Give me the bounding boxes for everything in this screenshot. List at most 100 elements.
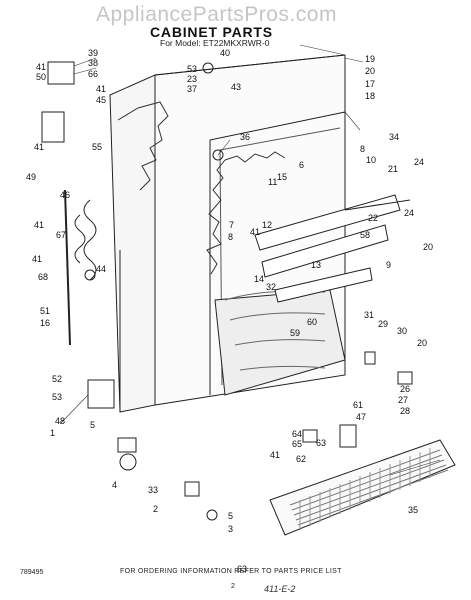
part-number-67: 67 <box>56 230 66 240</box>
part-number-1: 1 <box>50 428 55 438</box>
part-number-20: 20 <box>423 242 433 252</box>
cabinet-shell <box>109 54 346 413</box>
part-number-5: 5 <box>90 420 95 430</box>
diagram-title: CABINET PARTS <box>150 24 273 40</box>
part-number-14: 14 <box>254 274 264 284</box>
document-code: 789495 <box>20 569 44 576</box>
part-number-13: 13 <box>311 260 321 270</box>
part-number-63: 63 <box>237 564 247 574</box>
part-number-22: 22 <box>368 213 378 223</box>
bracket-48 <box>87 379 115 409</box>
part-number-28: 28 <box>400 406 410 416</box>
handwritten-note: 411-E-2 <box>264 584 296 594</box>
part-number-9: 9 <box>386 260 391 270</box>
part-number-17: 17 <box>365 79 375 89</box>
part-number-36: 36 <box>240 132 250 142</box>
part-number-4: 4 <box>112 480 117 490</box>
site-watermark: AppliancePartsPros.com <box>96 3 337 26</box>
part-number-19: 19 <box>365 54 375 64</box>
bracket-31 <box>364 351 376 365</box>
part-number-43: 43 <box>231 82 241 92</box>
part-number-10: 10 <box>366 155 376 165</box>
part-number-15: 15 <box>277 172 287 182</box>
part-number-40: 40 <box>220 48 230 58</box>
part-number-7: 7 <box>229 220 234 230</box>
part-number-50: 50 <box>36 72 46 82</box>
wiring-harness <box>74 199 97 281</box>
part-number-30: 30 <box>397 326 407 336</box>
part-number-62: 62 <box>296 454 306 464</box>
part-number-21: 21 <box>388 164 398 174</box>
model-line: For Model: ET22MKXRWR-0 <box>160 38 270 48</box>
part-number-39: 39 <box>88 48 98 58</box>
part-number-64: 64 <box>292 429 302 439</box>
part-number-6: 6 <box>299 160 304 170</box>
bracket-49 <box>41 111 65 143</box>
part-number-53: 53 <box>187 64 197 74</box>
base-grille <box>269 439 456 536</box>
leveling-bracket <box>184 481 218 521</box>
part-number-2: 2 <box>153 504 158 514</box>
clip-64 <box>302 429 318 443</box>
bracket-26 <box>397 371 413 385</box>
part-number-46: 46 <box>60 190 70 200</box>
part-number-41: 41 <box>270 450 280 460</box>
part-number-24: 24 <box>414 157 424 167</box>
part-number-34: 34 <box>389 132 399 142</box>
page-number: 2 <box>231 583 235 590</box>
part-number-29: 29 <box>378 319 388 329</box>
part-number-59: 59 <box>290 328 300 338</box>
part-number-31: 31 <box>364 310 374 320</box>
part-number-5: 5 <box>228 511 233 521</box>
part-number-51: 51 <box>40 306 50 316</box>
part-number-20: 20 <box>417 338 427 348</box>
part-number-labels: 1234556788910111213141516171819202020212… <box>26 48 433 574</box>
part-number-41: 41 <box>36 62 46 72</box>
part-number-37: 37 <box>187 84 197 94</box>
part-number-53: 53 <box>52 392 62 402</box>
leader-lines <box>59 44 441 476</box>
part-number-41: 41 <box>96 84 106 94</box>
part-number-41: 41 <box>34 142 44 152</box>
part-number-38: 38 <box>88 58 98 68</box>
rail-assembly <box>254 194 411 303</box>
part-number-58: 58 <box>360 230 370 240</box>
part-number-41: 41 <box>34 220 44 230</box>
part-number-49: 49 <box>26 172 36 182</box>
part-number-32: 32 <box>266 282 276 292</box>
part-number-33: 33 <box>148 485 158 495</box>
grommet-40 <box>202 62 214 74</box>
part-number-41: 41 <box>32 254 42 264</box>
part-number-24: 24 <box>404 208 414 218</box>
part-number-16: 16 <box>40 318 50 328</box>
part-number-68: 68 <box>38 272 48 282</box>
part-number-52: 52 <box>52 374 62 384</box>
part-number-35: 35 <box>408 505 418 515</box>
part-number-3: 3 <box>228 524 233 534</box>
part-number-44: 44 <box>96 264 106 274</box>
caster-wheel <box>117 437 137 471</box>
part-number-61: 61 <box>353 400 363 410</box>
part-number-8: 8 <box>360 144 365 154</box>
part-number-12: 12 <box>262 220 272 230</box>
part-number-55: 55 <box>92 142 102 152</box>
part-number-11: 11 <box>268 177 277 187</box>
ordering-info: FOR ORDERING INFORMATION REFER TO PARTS … <box>120 568 342 575</box>
part-number-60: 60 <box>307 317 317 327</box>
part-number-23: 23 <box>187 74 197 84</box>
bracket-47 <box>339 424 357 448</box>
part-number-47: 47 <box>356 412 366 422</box>
part-number-65: 65 <box>292 439 302 449</box>
part-number-8: 8 <box>228 232 233 242</box>
part-number-48: 48 <box>55 416 65 426</box>
part-number-27: 27 <box>398 395 408 405</box>
part-number-66: 66 <box>88 69 98 79</box>
part-number-45: 45 <box>96 95 106 105</box>
part-number-18: 18 <box>365 91 375 101</box>
part-number-26: 26 <box>400 384 410 394</box>
part-number-41: 41 <box>250 227 260 237</box>
part-number-20: 20 <box>365 66 375 76</box>
plug-36 <box>212 149 224 161</box>
